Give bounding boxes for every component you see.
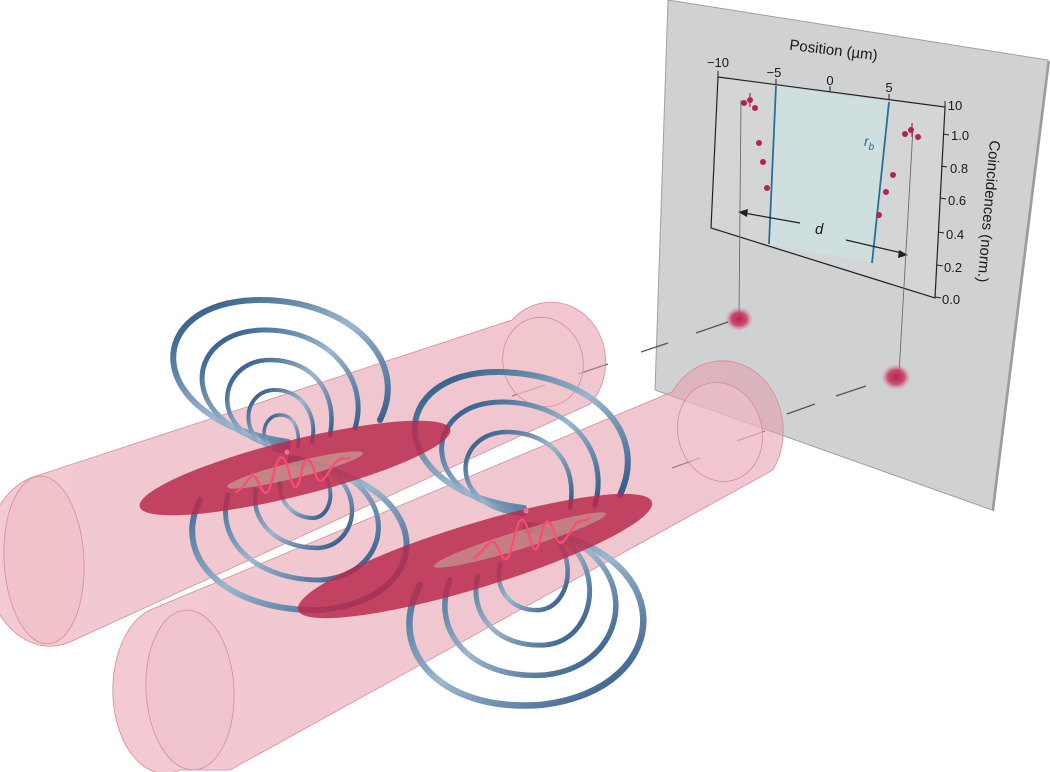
y-tick-label: 0.2: [944, 260, 962, 275]
x-tick-label: −10: [707, 55, 729, 70]
ring: [170, 296, 391, 445]
guide-line-right: [898, 127, 914, 375]
x-tick-label: 0: [826, 73, 833, 88]
x-axis-ticks: [717, 71, 946, 107]
data-point: [764, 185, 770, 191]
data-point: [890, 172, 896, 178]
data-point-group-left: [741, 93, 770, 191]
lower-photon-wavepacket: [472, 508, 592, 561]
guide-line-left: [738, 99, 742, 319]
y-tick-label: 0.6: [948, 193, 966, 208]
lower-ellipsoid-core: [433, 512, 607, 568]
ring: [463, 429, 574, 517]
upper-beam-front-face: [3, 475, 85, 645]
lower-beam-front-face: [145, 609, 235, 771]
distance-label: d: [815, 221, 824, 238]
photon-marker: [523, 508, 529, 514]
data-point-group-right: [876, 123, 921, 218]
data-point: [915, 134, 921, 140]
ring: [225, 357, 334, 451]
data-point: [902, 131, 908, 137]
screen-edge: [992, 60, 1050, 512]
blockade-radius-label: rb: [864, 133, 875, 153]
y-axis-ticks: [934, 133, 950, 299]
ring: [262, 413, 301, 454]
data-point: [741, 100, 747, 106]
x-tick-label: 10: [948, 98, 962, 113]
data-point: [760, 159, 766, 165]
y-tick-label: 0.0: [942, 292, 960, 307]
ring: [246, 387, 316, 452]
ring: [442, 525, 619, 678]
data-point: [883, 189, 889, 195]
lower-beam-back-face: [677, 382, 763, 482]
y-tick-label: 1.0: [951, 128, 969, 143]
photon-marker: [284, 449, 290, 455]
blockade-region: [769, 86, 889, 263]
detection-spot-left: [725, 307, 753, 331]
data-point: [752, 105, 758, 111]
ring: [439, 399, 601, 514]
upper-ellipsoid-core: [227, 451, 363, 489]
x-tick-label: 5: [885, 80, 892, 95]
distance-arrow: [738, 209, 908, 258]
x-tick-label: −5: [767, 65, 782, 80]
y-tick-label: 0.8: [950, 161, 968, 176]
coincidence-data-points: [741, 93, 921, 218]
blockade-edge-right: [871, 101, 890, 264]
upper-atomic-cloud: [139, 420, 451, 516]
ring: [199, 327, 361, 449]
data-point: [876, 212, 882, 218]
data-point: [756, 140, 762, 146]
data-point: [908, 127, 914, 133]
y-tick-label: 0.4: [946, 227, 964, 242]
ring: [411, 368, 631, 511]
upper-photon-wavepacket: [234, 449, 352, 495]
ring: [406, 526, 647, 709]
detection-spot-right: [881, 364, 911, 390]
